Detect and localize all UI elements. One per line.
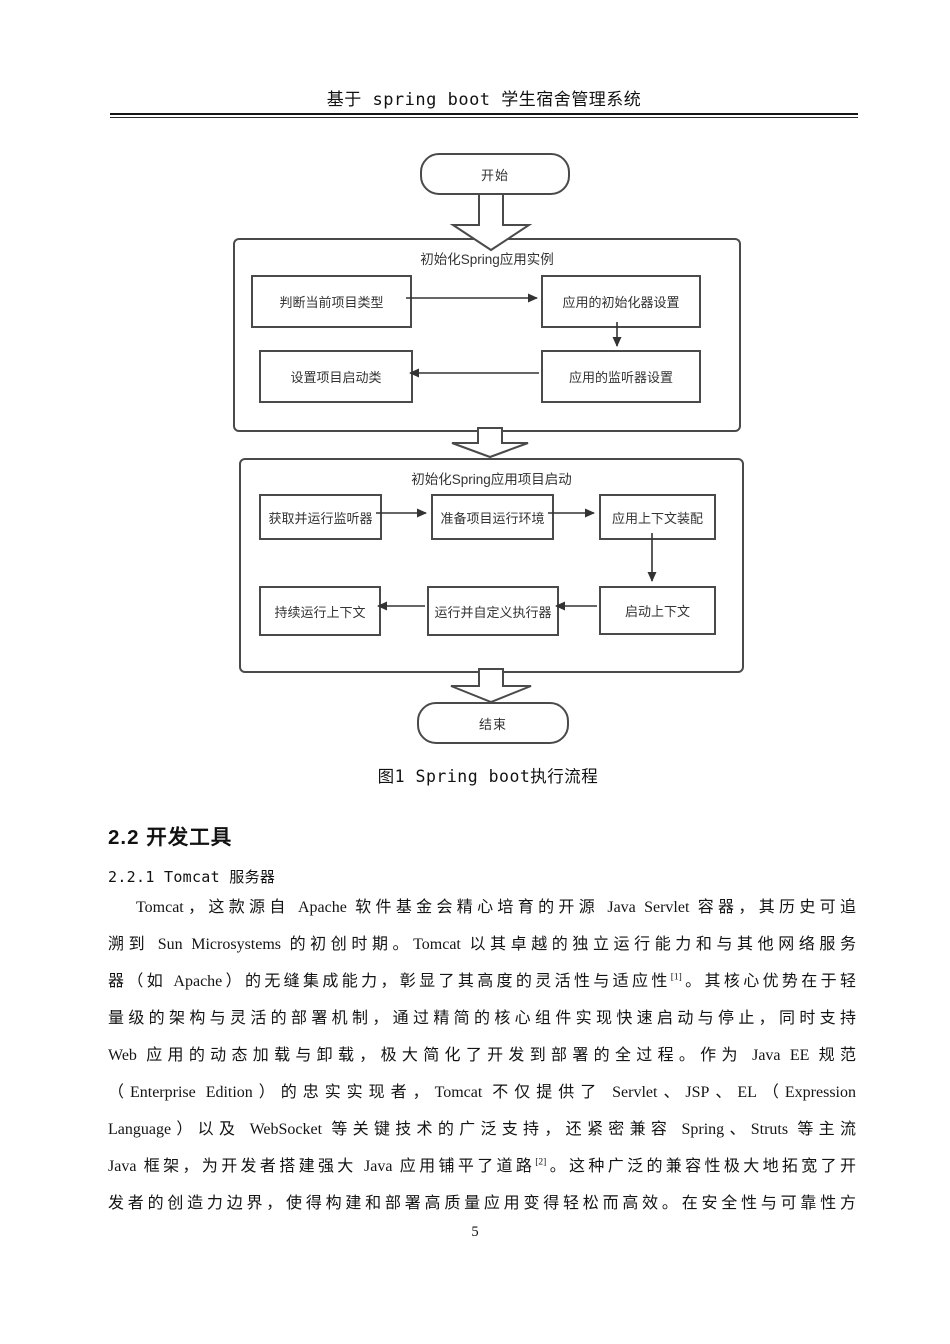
block-arrow-stage2-to-end (450, 668, 532, 704)
node-initializer-settings: 应用的初始化器设置 (541, 275, 701, 328)
figure-caption: 图1 Spring boot执行流程 (377, 767, 599, 786)
paragraph-line: Tomcat，这款源自 Apache 软件基金会精心培育的开源 Java Ser… (136, 899, 856, 916)
paragraph-line: 发者的创造力边界，使得构建和部署高质量应用变得轻松而高效。在安全性与可靠性方 (108, 1195, 856, 1212)
paragraph-line: 量级的架构与灵活的部署机制，通过精简的核心组件实现快速启动与停止，同时支持 (108, 1010, 856, 1027)
node-prepare-environment: 准备项目运行环境 (431, 494, 554, 540)
block-arrow-start-to-stage1 (449, 190, 533, 252)
node-get-run-listeners: 获取并运行监听器 (259, 494, 382, 540)
stage2-box: 初始化Spring应用项目启动 获取并运行监听器 准备项目运行环境 应用上下文装… (239, 458, 744, 673)
node-listener-settings: 应用的监听器设置 (541, 350, 701, 403)
node-context-assembly: 应用上下文装配 (599, 494, 716, 540)
block-arrow-stage1-to-stage2 (451, 427, 529, 459)
node-start-context: 启动上下文 (599, 586, 716, 635)
paragraph-line: Web 应用的动态加载与卸载，极大简化了开发到部署的全过程。作为 Java EE… (108, 1047, 856, 1064)
paragraph-line: 溯到 Sun Microsystems 的初创时期。Tomcat 以其卓越的独立… (108, 936, 856, 953)
flowchart-connectors (376, 190, 657, 704)
start-terminal: 开始 (420, 153, 570, 195)
stage1-title: 初始化Spring应用实例 (420, 252, 554, 267)
page-header: 基于 spring boot 学生宿舍管理系统 (110, 88, 858, 118)
header-title: 基于 spring boot 学生宿舍管理系统 (326, 90, 642, 110)
header-rule (110, 113, 858, 118)
citation-ref: [2] (535, 1157, 547, 1168)
paragraph-line: Java 框架，为开发者搭建强大 Java 应用铺平了道路[2]。这种广泛的兼容… (108, 1157, 856, 1175)
node-run-custom-executors: 运行并自定义执行器 (427, 586, 559, 636)
paragraph-line: 器（如 Apache）的无缝集成能力，彰显了其高度的灵活性与适应性[1]。其核心… (108, 972, 856, 990)
stage2-title: 初始化Spring应用项目启动 (411, 472, 572, 487)
citation-ref: [1] (670, 972, 682, 983)
section-heading: 2.2 开发工具 (108, 826, 233, 849)
end-terminal: 结束 (417, 702, 569, 744)
node-keep-context-running: 持续运行上下文 (259, 586, 381, 636)
subsection-heading: 2.2.1 Tomcat 服务器 (108, 868, 276, 886)
paragraph-line: （Enterprise Edition）的忠实实现者，Tomcat 不仅提供了 … (108, 1084, 856, 1101)
node-determine-project-type: 判断当前项目类型 (251, 275, 412, 328)
figure-flowchart: 开始 初始化Spring应用实例 判断当前项目类型 应用的初始化器设置 应用的监… (233, 153, 744, 786)
paragraph: Tomcat，这款源自 Apache 软件基金会精心培育的开源 Java Ser… (108, 889, 856, 1222)
page-number: 5 (471, 1224, 479, 1240)
paragraph-line: Language）以及 WebSocket 等关键技术的广泛支持，还紧密兼容 S… (108, 1121, 856, 1138)
